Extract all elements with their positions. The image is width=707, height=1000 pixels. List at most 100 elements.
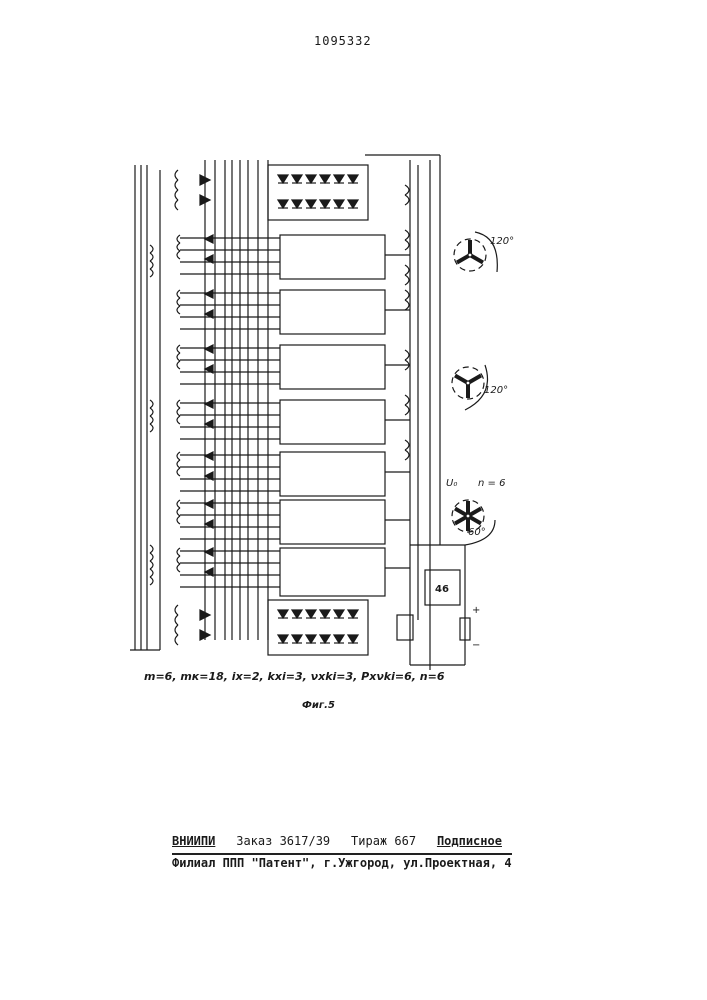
diode-icon bbox=[306, 200, 316, 208]
diode-icon bbox=[205, 235, 213, 263]
diode-icon bbox=[348, 200, 358, 208]
transformer-coil bbox=[177, 468, 180, 476]
diode-icon bbox=[320, 610, 330, 618]
transformer-coil bbox=[150, 269, 153, 277]
transformer-coil bbox=[150, 245, 153, 253]
diode-array-top bbox=[268, 165, 368, 220]
angle-label-2: 120° bbox=[484, 385, 508, 396]
transformer-coil bbox=[177, 460, 180, 468]
transformer-coil bbox=[177, 345, 180, 353]
transformer-coil bbox=[175, 170, 178, 180]
diode-icon bbox=[205, 500, 213, 528]
inductor-coil bbox=[405, 265, 409, 275]
transformer-coil bbox=[177, 235, 180, 243]
diode-icon bbox=[278, 635, 288, 643]
diode-array-bottom bbox=[268, 600, 368, 655]
transformer-coil bbox=[177, 243, 180, 251]
transformer-coil bbox=[150, 408, 153, 416]
diode-icon bbox=[320, 635, 330, 643]
transformer-coil bbox=[175, 200, 178, 210]
transformer-coil bbox=[150, 261, 153, 269]
diode-icon bbox=[292, 175, 302, 183]
transformer-coil bbox=[177, 306, 180, 314]
diode-icon bbox=[306, 610, 316, 618]
transformer-coil bbox=[150, 416, 153, 424]
figure-caption: Фиг.5 bbox=[302, 700, 335, 711]
diode-icon bbox=[320, 175, 330, 183]
diode-icon bbox=[205, 345, 213, 373]
angle-label-1: 120° bbox=[490, 236, 514, 247]
plus-label: + bbox=[472, 605, 480, 616]
footer-line-1: ВНИИПИ Заказ 3617/39 Тираж 667 Подписное bbox=[172, 834, 502, 848]
transformer-coil bbox=[150, 253, 153, 261]
transformer-coil bbox=[150, 400, 153, 408]
diode-icon bbox=[292, 635, 302, 643]
inductor-coil bbox=[405, 440, 409, 450]
diode-icon bbox=[348, 635, 358, 643]
transformer-coil bbox=[177, 508, 180, 516]
diode-icon bbox=[320, 200, 330, 208]
transformer-coil bbox=[150, 577, 153, 585]
diode-icon bbox=[205, 548, 213, 576]
diode-icon bbox=[278, 610, 288, 618]
inductor-coil bbox=[405, 290, 409, 300]
diode-icon bbox=[334, 635, 344, 643]
transformer-coil bbox=[175, 615, 178, 625]
transformer-coil bbox=[177, 290, 180, 298]
transformer-coil bbox=[175, 180, 178, 190]
transformer-coil bbox=[177, 548, 180, 556]
transformer-coil bbox=[175, 635, 178, 645]
transformer-coil bbox=[177, 298, 180, 306]
diode-icon bbox=[334, 175, 344, 183]
diode-icon bbox=[278, 200, 288, 208]
n-label: n = 6 bbox=[478, 478, 505, 489]
inductor-coil bbox=[405, 300, 409, 310]
diode-icon bbox=[205, 290, 213, 318]
transformer-coil bbox=[177, 400, 180, 408]
diode-icon bbox=[348, 610, 358, 618]
footer-circulation: Тираж 667 bbox=[351, 834, 416, 848]
inductor-coil bbox=[405, 450, 409, 460]
diode-icon bbox=[334, 200, 344, 208]
transformer-coil bbox=[150, 569, 153, 577]
transformer-coil bbox=[177, 408, 180, 416]
diode-icon bbox=[205, 452, 213, 480]
center-dot bbox=[466, 381, 470, 385]
converter-block bbox=[280, 400, 385, 444]
converter-block bbox=[280, 452, 385, 496]
inductor-coil bbox=[405, 405, 409, 415]
footer-branch: Филиал ППП "Патент", г.Ужгород, ул.Проек… bbox=[172, 853, 512, 870]
angle-label-3: 60° bbox=[468, 527, 486, 538]
vector-label: U₀ bbox=[446, 478, 457, 489]
transformer-coil bbox=[177, 452, 180, 460]
diode-icon bbox=[278, 175, 288, 183]
block-46-label: 46 bbox=[435, 584, 449, 595]
transformer-coil bbox=[150, 424, 153, 432]
converter-block bbox=[280, 500, 385, 544]
footer-org: ВНИИПИ bbox=[172, 834, 215, 848]
transformer-coil bbox=[177, 500, 180, 508]
inductor-coil bbox=[405, 185, 409, 195]
diode-icon bbox=[292, 610, 302, 618]
converter-block bbox=[280, 345, 385, 389]
transformer-coil bbox=[175, 190, 178, 200]
transformer-coil bbox=[175, 605, 178, 615]
inductor-coil bbox=[405, 275, 409, 285]
transformer-coil bbox=[175, 625, 178, 635]
converter-block bbox=[280, 548, 385, 596]
transformer-coil bbox=[177, 516, 180, 524]
inductor-coil bbox=[405, 350, 409, 360]
transformer-coil bbox=[177, 556, 180, 564]
inductor-coil bbox=[405, 395, 409, 405]
diode-icon bbox=[306, 635, 316, 643]
transformer-coil bbox=[177, 251, 180, 259]
transformer-coil bbox=[177, 361, 180, 369]
footer-order: Заказ 3617/39 bbox=[236, 834, 330, 848]
diode-icon bbox=[348, 175, 358, 183]
inductor-coil bbox=[405, 230, 409, 240]
center-dot bbox=[468, 253, 472, 257]
formula: m=6, mк=18, iх=2, kхi=3, νхki=3, Pхνki=6… bbox=[144, 670, 444, 683]
transformer-coil bbox=[150, 553, 153, 561]
